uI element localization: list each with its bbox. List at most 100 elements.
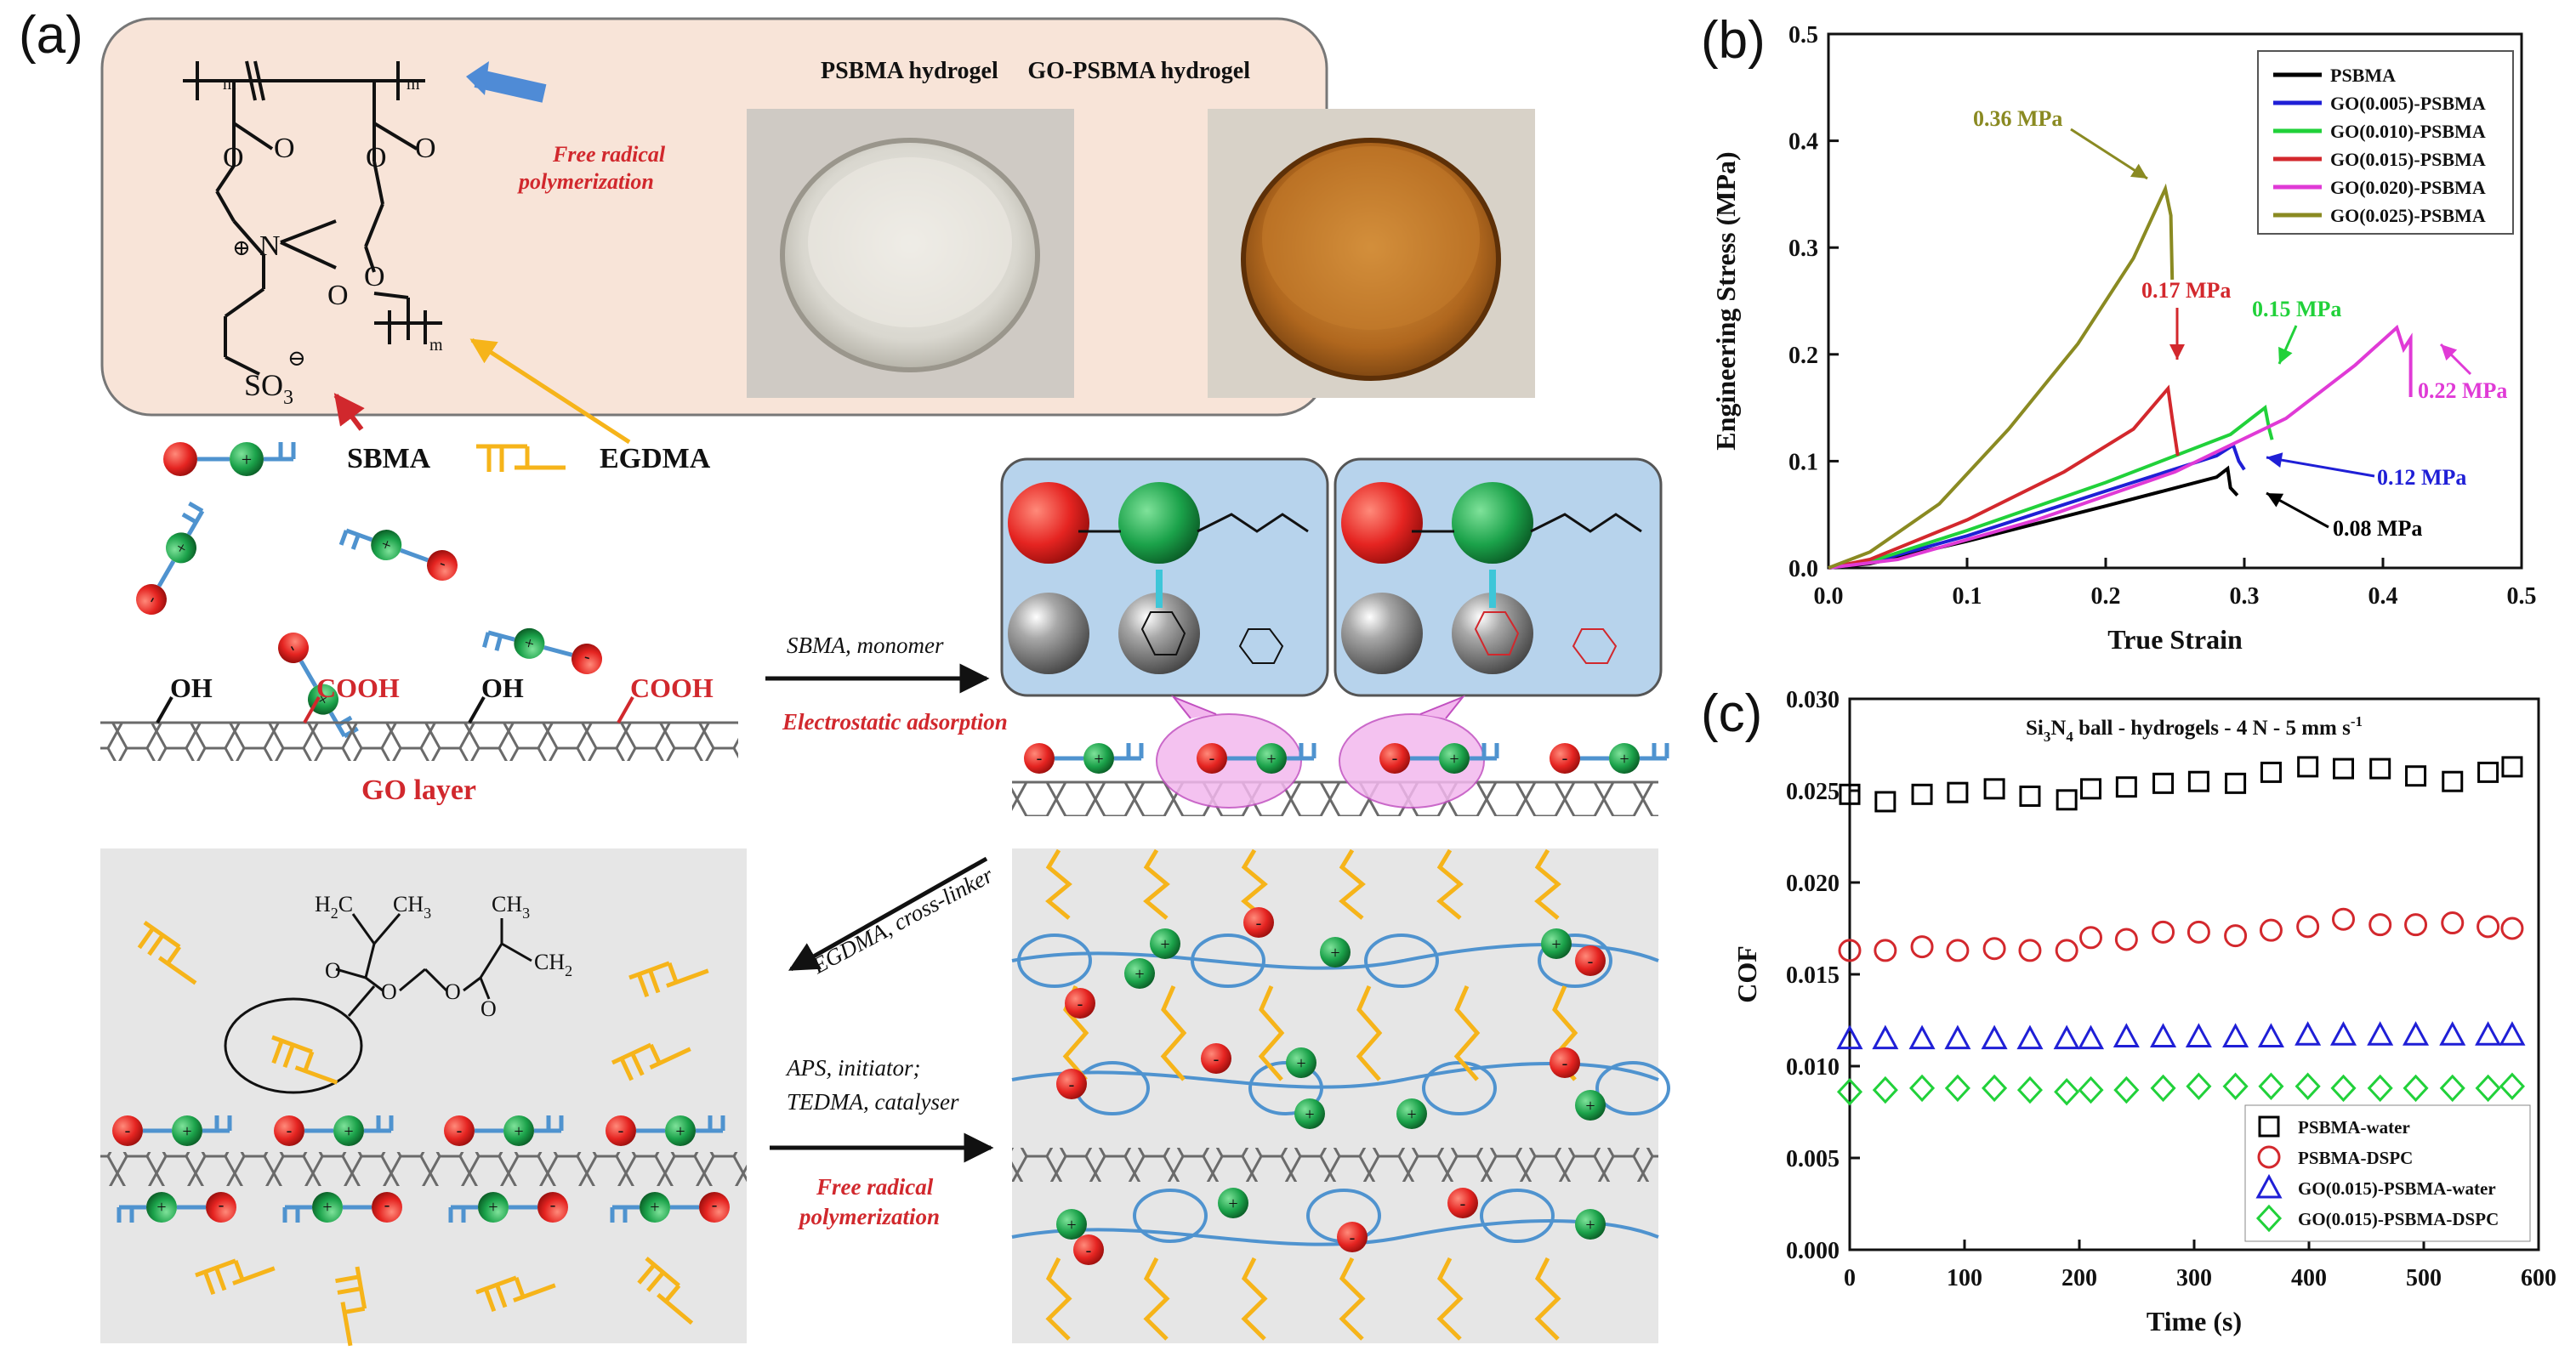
stress-x-tick-label: 0.3 — [2230, 583, 2260, 610]
svg-text:+: + — [182, 1122, 191, 1141]
stress-y-tick-label: 0.2 — [1788, 343, 1818, 369]
svg-text:-: - — [618, 1121, 624, 1140]
free-radical-note-line1: Free radical — [552, 142, 666, 167]
cof-x-tick-label: 300 — [2176, 1265, 2212, 1291]
svg-text:+: + — [1585, 1216, 1595, 1234]
free-radical-note-line2: polymerization — [517, 169, 654, 194]
svg-text:-: - — [219, 1198, 225, 1217]
data-point — [2260, 761, 2282, 783]
cof-title: Si3N4 ball - hydrogels - 4 N - 5 mm s-1 — [2026, 713, 2363, 745]
data-point — [2054, 1078, 2080, 1106]
stress-x-tick-label: 0.4 — [2368, 583, 2398, 610]
data-point — [1908, 1024, 1936, 1050]
stress-x-tick-label: 0.1 — [1953, 583, 1982, 610]
svg-text:+: + — [1449, 750, 1459, 769]
sbma-monomer: +- — [338, 528, 458, 581]
data-point — [2404, 913, 2428, 937]
data-point — [2330, 1074, 2357, 1103]
sbma-monomer: +- — [482, 627, 602, 674]
egdma-crosslinker — [271, 1035, 338, 1085]
svg-text:-: - — [1214, 1050, 1220, 1069]
svg-text:m: m — [429, 336, 443, 355]
egdma-structure — [335, 913, 532, 1000]
svg-text:+: + — [1407, 1105, 1416, 1124]
svg-text:-: - — [1078, 995, 1083, 1013]
data-point — [1910, 935, 1934, 959]
data-point — [2016, 1075, 2043, 1104]
data-point — [2499, 1072, 2525, 1100]
svg-text:+: + — [1296, 1054, 1305, 1073]
svg-text:+: + — [1330, 944, 1339, 962]
data-point — [1982, 937, 2006, 961]
data-point — [2403, 1074, 2429, 1103]
svg-text:CH3: CH3 — [393, 892, 431, 922]
data-point — [2113, 1075, 2140, 1104]
data-point — [2018, 939, 2042, 962]
data-point — [2055, 939, 2078, 962]
svg-text:+: + — [675, 1122, 685, 1141]
legend-entry: GO(0.020)-PSBMA — [2330, 177, 2486, 198]
data-point — [2475, 1074, 2501, 1103]
cof-y-tick-label: 0.000 — [1786, 1238, 1840, 1264]
svg-text:-: - — [1460, 1195, 1466, 1213]
stress-y-tick-label: 0.0 — [1788, 556, 1818, 582]
stress-plot-frame — [1827, 32, 2523, 570]
svg-text:+: + — [242, 449, 252, 470]
series-line-GO(0.015)-PSBMA — [1828, 384, 2180, 570]
data-point — [2255, 1204, 2283, 1233]
cof-y-tick-label: 0.015 — [1786, 962, 1840, 989]
svg-text:O: O — [274, 133, 295, 164]
sbma-monomer: +- — [606, 1115, 725, 1146]
data-point — [2333, 758, 2354, 780]
legend-entry: GO(0.015)-PSBMA-water — [2298, 1178, 2496, 1199]
data-point — [1983, 778, 2005, 800]
cof-x-tick-label: 0 — [1844, 1265, 1856, 1291]
cof-y-tick-label: 0.020 — [1786, 871, 1840, 897]
svg-text:+: + — [1551, 935, 1561, 954]
svg-text:+: + — [1266, 750, 1276, 769]
svg-text:EGDMA, cross-linker: EGDMA, cross-linker — [807, 862, 998, 979]
data-point — [1911, 783, 1933, 805]
data-point — [2369, 758, 2391, 780]
sbma-monomer: +- — [136, 501, 205, 615]
svg-text:-: - — [1069, 1075, 1075, 1094]
data-point — [2499, 1021, 2526, 1046]
svg-text:TEDMA, catalyser: TEDMA, catalyser — [787, 1089, 959, 1115]
svg-text:O: O — [327, 280, 349, 311]
sbma-legend: + — [163, 442, 296, 476]
stress-x-tick-label: 0.5 — [2507, 583, 2537, 610]
cof-legend — [2244, 1104, 2531, 1242]
svg-text:+: + — [514, 1122, 523, 1141]
cof-y-tick-label: 0.010 — [1786, 1054, 1840, 1081]
annotation-label: 0.17 MPa — [2141, 278, 2231, 303]
data-point — [2258, 1115, 2280, 1138]
egdma-crosslinker — [137, 920, 197, 985]
data-point — [1874, 791, 1896, 813]
data-point — [1836, 1024, 1863, 1050]
sbma-monomer: +- — [444, 1115, 564, 1146]
svg-text:O: O — [381, 979, 397, 1004]
data-point — [1909, 1074, 1936, 1103]
data-point — [2186, 920, 2210, 944]
data-point — [2150, 1074, 2176, 1103]
data-point — [2258, 1072, 2284, 1100]
data-point — [2296, 915, 2320, 939]
data-point — [2113, 1023, 2140, 1047]
egdma-crosslinker — [637, 1257, 694, 1325]
data-point — [2367, 1021, 2394, 1046]
cof-x-tick-label: 600 — [2521, 1265, 2556, 1291]
legend-entry: GO(0.015)-PSBMA-DSPC — [2298, 1209, 2499, 1229]
data-point — [2222, 1072, 2249, 1100]
data-point — [1944, 1074, 1970, 1103]
stress-y-tick-label: 0.4 — [1788, 129, 1818, 156]
annotation-label: 0.12 MPa — [2377, 465, 2466, 490]
data-point — [1946, 939, 1970, 962]
panel-c-label: (c) — [1701, 684, 1762, 743]
data-point — [1838, 939, 1862, 962]
data-point — [2056, 789, 2078, 811]
egdma-crosslinker — [475, 1275, 556, 1313]
svg-text:+: + — [1094, 750, 1103, 769]
